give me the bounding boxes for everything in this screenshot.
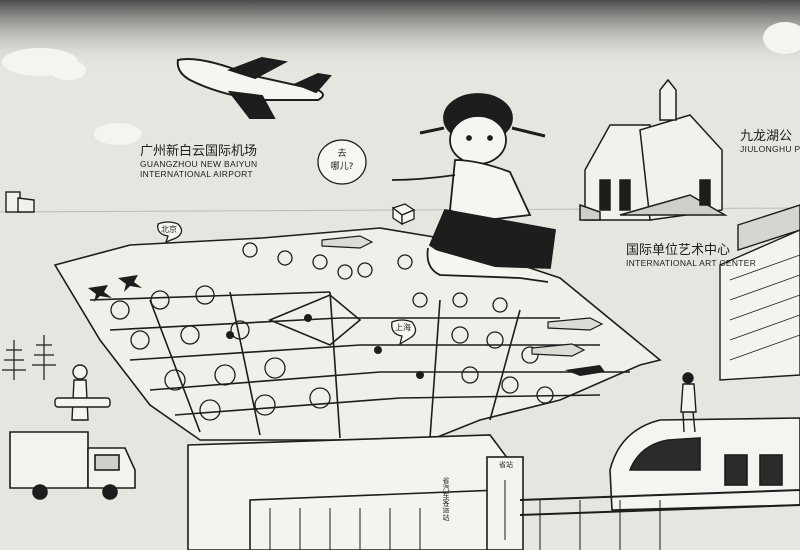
beijing-bubble-text: 北京: [161, 225, 177, 234]
park-label: 九龙湖公 JIULONGHU P: [740, 129, 800, 155]
delivery-truck: [9, 431, 136, 500]
art-center-label-en: INTERNATIONAL ART CENTER: [626, 257, 757, 268]
dice-icon: [391, 203, 416, 226]
park-label-zh: 九龙湖公: [740, 129, 793, 144]
girl-speech-line2: 哪儿?: [330, 162, 354, 172]
clouds: [2, 22, 800, 145]
speech-bubbles: [157, 139, 417, 346]
airport-label-zh: 广州新白云国际机场: [140, 144, 258, 159]
girl-character: [391, 93, 557, 283]
board-plane-marks: [88, 275, 605, 379]
bus-station-sign: 省汽车客运站: [442, 477, 450, 522]
art-center-label-zh: 国际单位艺术中心: [626, 243, 731, 258]
bus-station-building: [187, 434, 524, 550]
dark-sky: [0, 0, 800, 70]
park-label-en: JIULONGHU P: [740, 143, 800, 154]
train: [519, 417, 800, 550]
game-board: [53, 227, 662, 441]
right-tower: [719, 204, 800, 381]
pine-trees: [2, 335, 56, 380]
airport-label-en-line1: GUANGZHOU NEW BAIYUN: [140, 158, 258, 169]
girl-speech-line1: 去: [337, 149, 347, 159]
worker-figure: [54, 364, 111, 421]
airport-label: 广州新白云国际机场 GUANGZHOU NEW BAIYUN INTERNATI…: [140, 144, 258, 179]
church-building: [579, 78, 728, 221]
station-short-sign: 省站: [499, 461, 513, 469]
airplane-in-sky: [176, 56, 332, 119]
shanghai-bubble-text: 上海: [395, 323, 411, 332]
art-center-label: 国际单位艺术中心 INTERNATIONAL ART CENTER: [626, 243, 757, 269]
airport-label-en-line2: INTERNATIONAL AIRPORT: [140, 168, 253, 179]
left-props: [5, 191, 35, 213]
toy-planes: [321, 235, 604, 357]
standing-man: [680, 372, 697, 433]
girl-speech-text: 去 哪儿?: [324, 146, 360, 172]
